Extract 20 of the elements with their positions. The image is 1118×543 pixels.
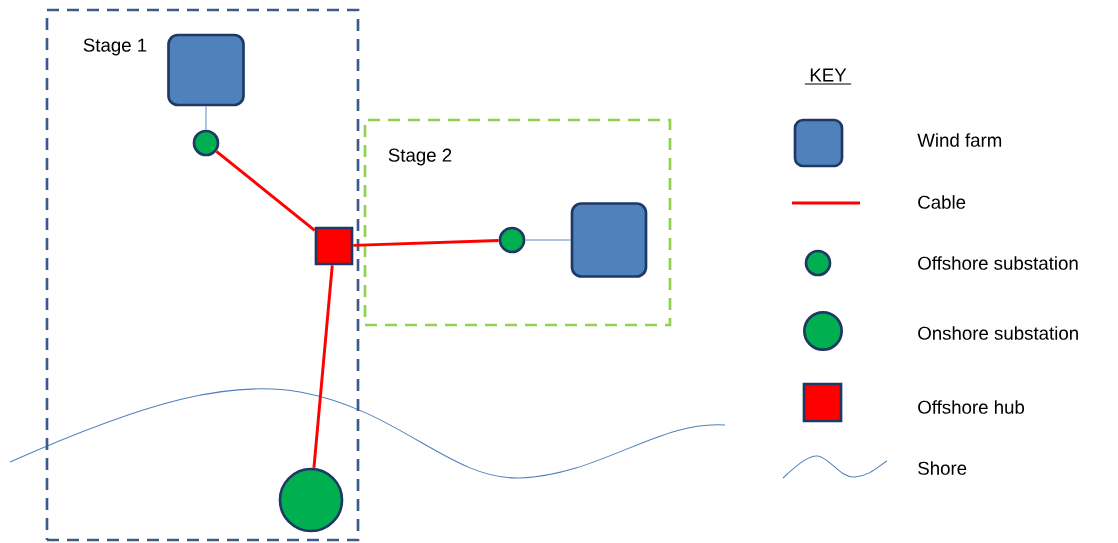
wind-farm-box xyxy=(167,33,245,107)
legend-label: Offshore hub xyxy=(918,400,1025,414)
wind-farm-box xyxy=(570,202,648,278)
legend-label: Offshore substation xyxy=(918,256,1078,270)
connector-line xyxy=(524,239,572,241)
legend-label: Onshore substation xyxy=(918,326,1078,340)
legend-label: Wind farm xyxy=(917,133,1002,147)
connector-line xyxy=(205,105,207,131)
offshore-substation xyxy=(192,129,220,157)
onshore-substation xyxy=(278,467,344,533)
stage-region: Stage 2 xyxy=(363,118,672,327)
key-heading: KEY xyxy=(804,68,852,85)
cable-line xyxy=(353,239,499,247)
legend-label: Shore xyxy=(918,461,967,475)
offshore-hub xyxy=(314,226,354,266)
stage-region: Stage 1 xyxy=(45,8,360,542)
cable-line xyxy=(312,265,334,468)
legend-label: Cable xyxy=(918,195,966,209)
cable-line xyxy=(215,150,316,232)
offshore-substation xyxy=(498,226,526,254)
